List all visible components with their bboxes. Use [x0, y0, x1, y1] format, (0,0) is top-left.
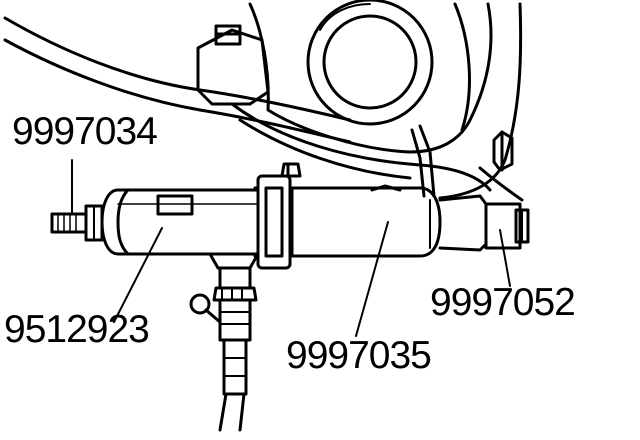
adapter-9997052 [438, 194, 530, 252]
tool-body-9997035 [253, 184, 442, 258]
spindle-9997034 [50, 204, 104, 242]
leader-9997052 [499, 229, 511, 287]
tool-body-9512923 [100, 188, 260, 256]
leader-9512923 [113, 227, 163, 323]
part-number-9997035: 9997035 [286, 334, 432, 377]
part-number-9997052: 9997052 [430, 281, 576, 324]
axle-housing [3, 0, 524, 202]
part-number-9997034: 9997034 [12, 110, 158, 153]
part-number-9512923: 9512923 [4, 308, 150, 351]
leader-9997035 [355, 221, 389, 337]
leader-lines [71, 159, 511, 337]
hydraulic-coupling [189, 252, 260, 432]
clamp-ring [256, 162, 302, 270]
